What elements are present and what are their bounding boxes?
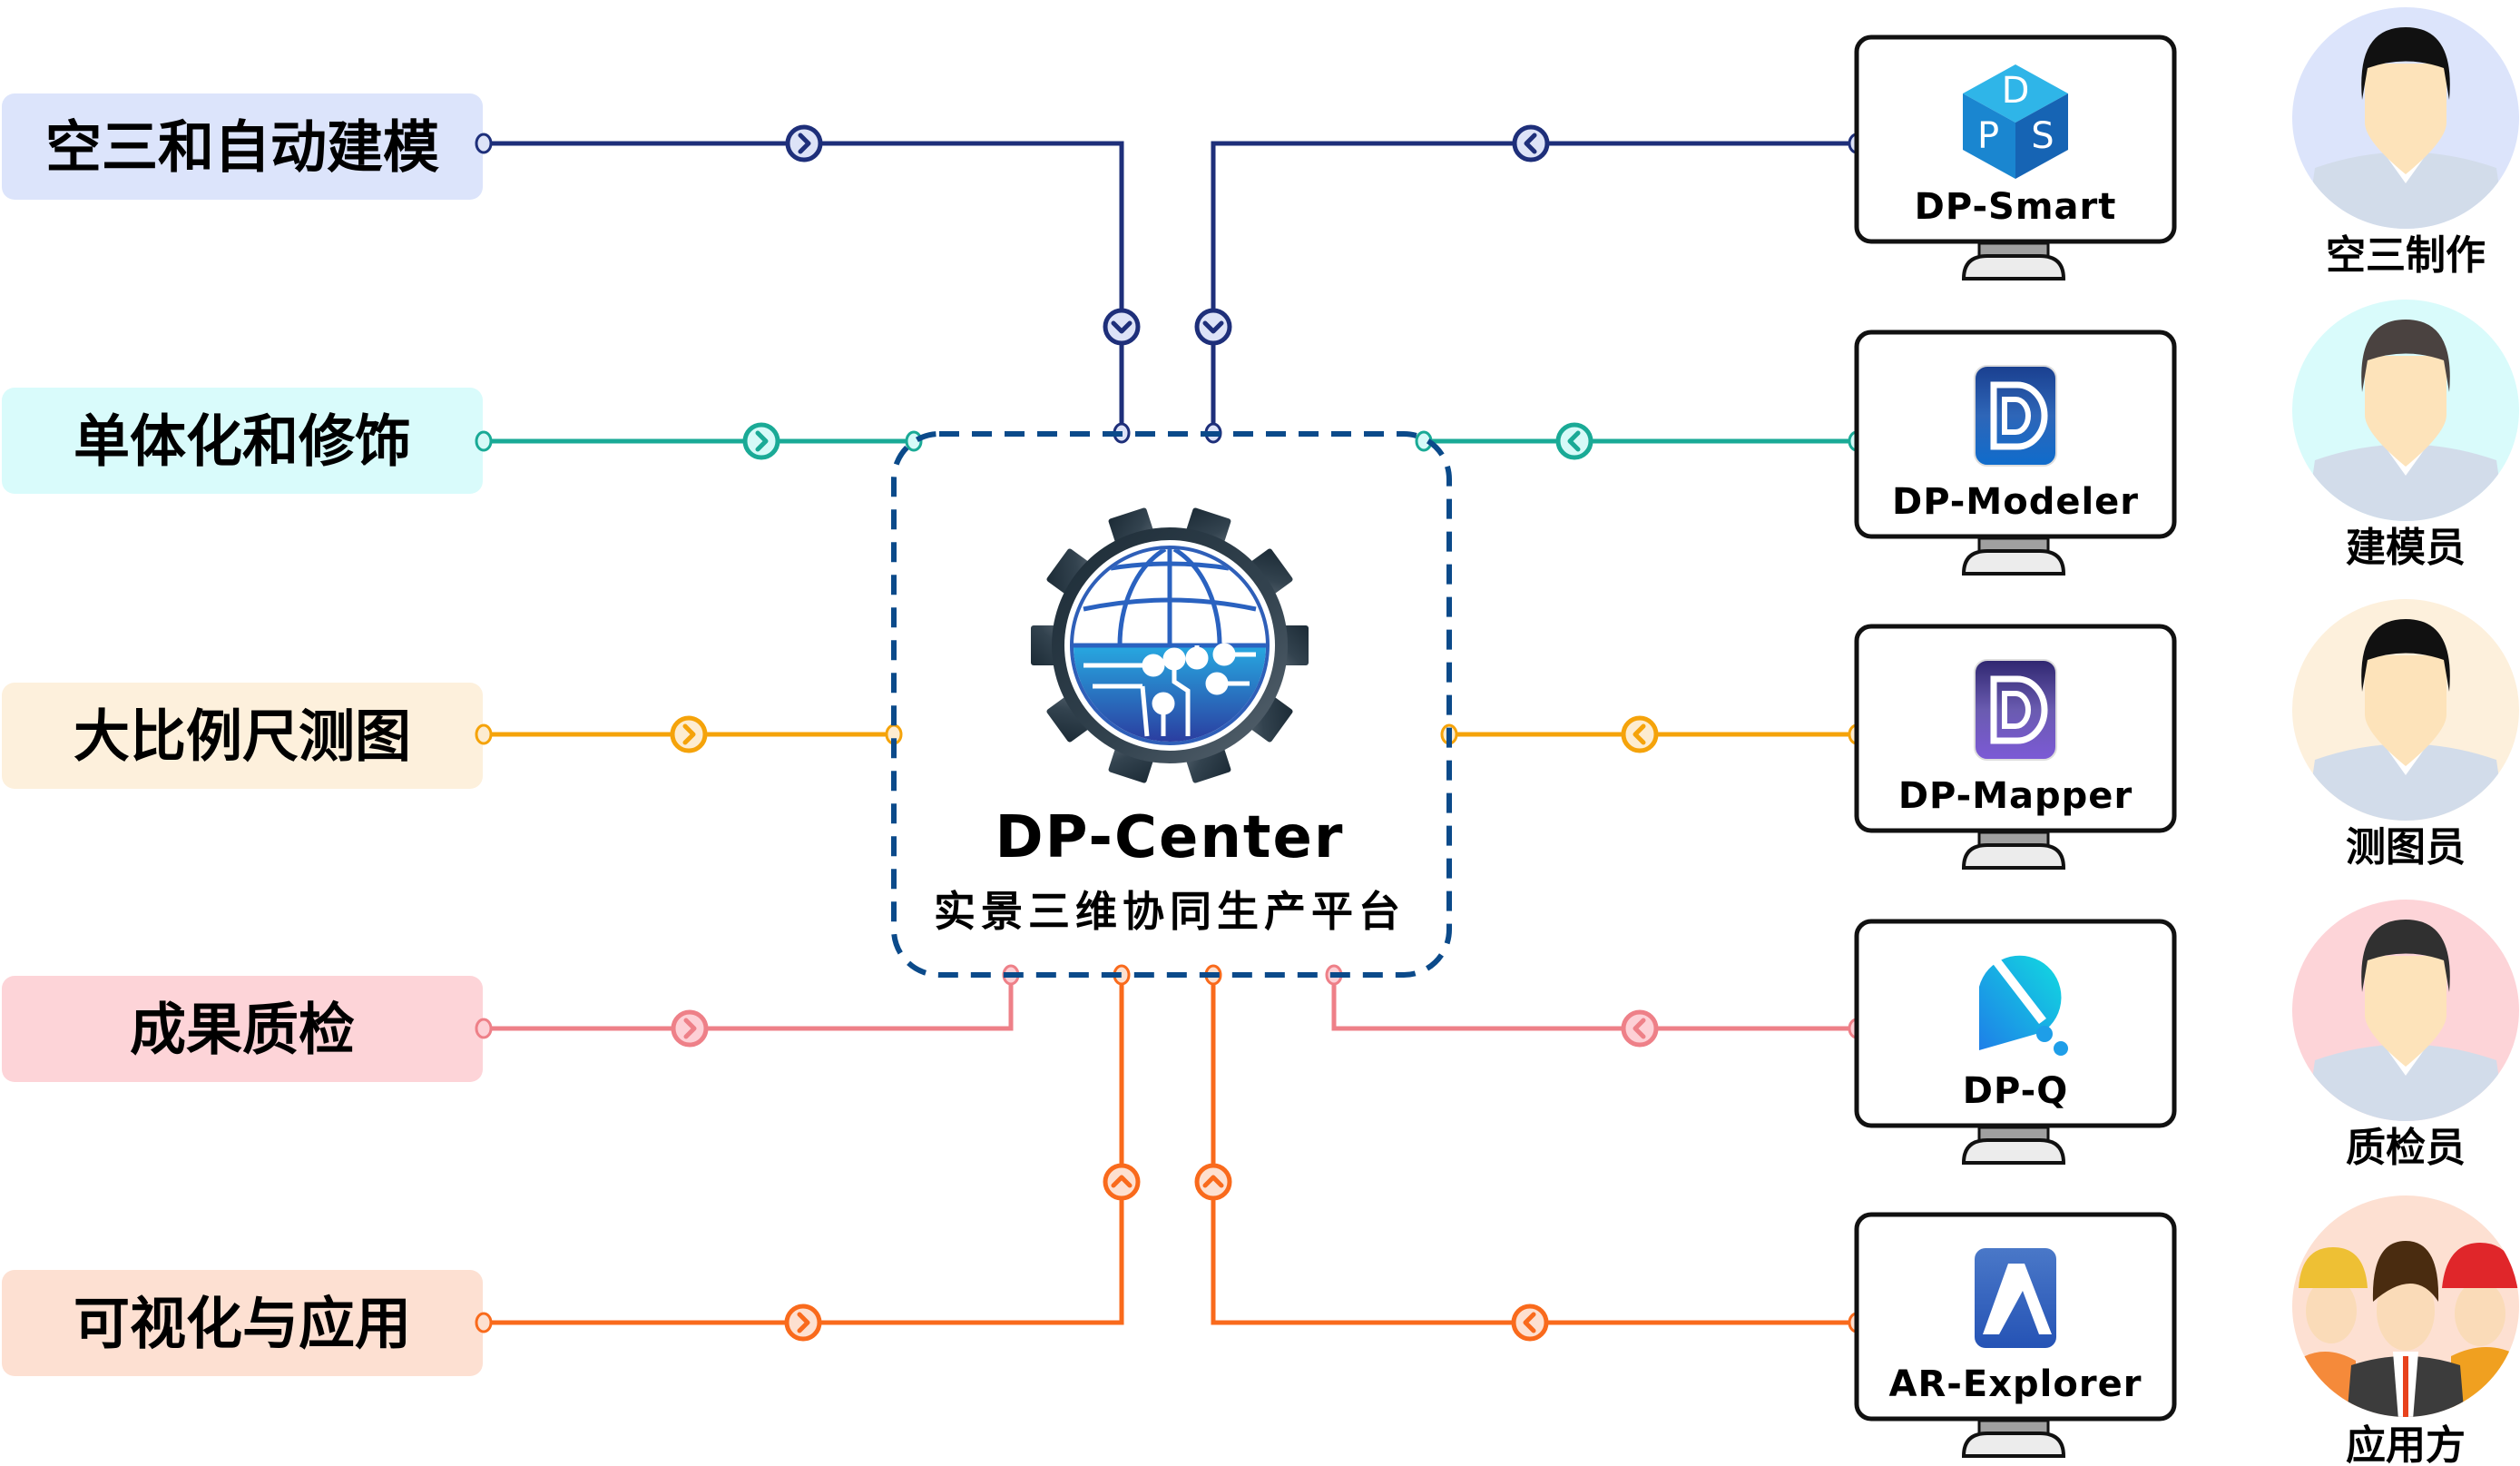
app-name: AR-Explorer <box>1889 1363 2142 1405</box>
dp-modeler-icon <box>1974 365 2057 467</box>
stage-box-bg <box>2 976 483 1082</box>
stage-label: 单体化和修饰 <box>74 408 411 475</box>
monitor-neck <box>1977 831 2050 847</box>
person-avatar-icon <box>2292 599 2519 821</box>
connector-line <box>1211 141 1857 433</box>
hub-dashed-border <box>891 431 1452 978</box>
monitor-base <box>1961 1138 2066 1165</box>
connector-line <box>484 975 1124 1325</box>
ar-explorer-icon <box>1975 1248 2056 1348</box>
arrow-right-icon <box>785 124 823 162</box>
role-4: 质检员 <box>2292 900 2519 1171</box>
app-name: DP-Q <box>1963 1070 2068 1112</box>
person-avatar-icon <box>2292 7 2519 229</box>
app-monitor-3[interactable]: DP-Mapper <box>1854 624 2177 870</box>
arrow-left-icon <box>1512 124 1550 162</box>
app-monitor-4[interactable]: DP-Q <box>1854 919 2177 1165</box>
person-avatar-icon <box>2292 300 2519 521</box>
arrow-right-icon <box>784 1304 822 1342</box>
connector-point <box>475 1018 493 1039</box>
stage-box-bg <box>2 683 483 789</box>
app-monitor-2[interactable]: DP-Modeler <box>1854 330 2177 576</box>
role-3: 测图员 <box>2292 599 2519 871</box>
monitor-neck <box>1977 1126 2050 1142</box>
role-label: 建模员 <box>2346 525 2466 571</box>
stage-label: 大比例尺测图 <box>74 703 411 770</box>
monitor-base <box>1961 1432 2066 1458</box>
arrow-left-icon <box>1621 715 1659 753</box>
stage-box-aerial[interactable]: 空三和自动建模 <box>2 93 483 200</box>
dp-mapper-icon <box>1974 659 2057 761</box>
stage-box-bg <box>2 93 483 200</box>
stage-box-qa[interactable]: 成果质检 <box>2 976 483 1082</box>
app-name: DP-Mapper <box>1898 775 2133 817</box>
connector-line <box>484 975 1014 1031</box>
app-monitor-5[interactable]: AR-Explorer <box>1854 1212 2177 1458</box>
stage-box-viz[interactable]: 可视化与应用 <box>2 1270 483 1376</box>
stage-box-mono[interactable]: 单体化和修饰 <box>2 388 483 494</box>
svg-text:P: P <box>1977 115 1999 157</box>
monitor-base <box>1961 843 2066 870</box>
connector-line <box>1211 975 1857 1325</box>
person-avatar-icon <box>2292 900 2519 1121</box>
arrow-left-icon <box>1555 422 1593 460</box>
role-1: 空三制作 <box>2292 7 2519 279</box>
connector-line <box>1331 975 1857 1031</box>
gear-globe-circuit-icon <box>1031 507 1309 783</box>
monitor-neck <box>1977 1419 2050 1435</box>
arrow-left-icon <box>1511 1304 1549 1342</box>
svg-text:D: D <box>2002 70 2030 112</box>
hub-title: DP-Center <box>995 804 1345 871</box>
monitor-neck <box>1977 536 2050 553</box>
stage-label: 空三和自动建模 <box>45 114 439 181</box>
arrow-up-icon <box>1103 1163 1141 1201</box>
stage-box-bg <box>2 1270 483 1376</box>
arrow-right-icon <box>742 422 780 460</box>
arrow-down-icon <box>1103 308 1141 346</box>
role-2: 建模员 <box>2292 300 2519 571</box>
stage-label: 成果质检 <box>130 997 355 1063</box>
stage-box-bg <box>2 388 483 494</box>
monitor-base <box>1961 254 2066 280</box>
hub-subtitle: 实景三维协同生产平台 <box>934 887 1406 936</box>
arrow-up-icon <box>1194 1163 1232 1201</box>
role-label: 空三制作 <box>2326 232 2486 279</box>
connector-point <box>475 723 493 745</box>
svg-text:S: S <box>2031 115 2054 157</box>
arrow-left-icon <box>1621 1009 1659 1048</box>
connector-point <box>475 133 493 154</box>
connector-line <box>484 141 1124 433</box>
role-5: 应用方 <box>2292 1195 2519 1466</box>
role-label: 质检员 <box>2346 1125 2466 1171</box>
monitor-neck <box>1977 241 2050 258</box>
arrow-right-icon <box>670 715 708 753</box>
connector-point <box>475 1312 493 1333</box>
stage-box-mapping[interactable]: 大比例尺测图 <box>2 683 483 789</box>
monitor-base <box>1961 549 2066 576</box>
connector-lines <box>475 124 1866 1342</box>
role-label: 应用方 <box>2346 1422 2466 1466</box>
dp-q-icon <box>1979 947 2068 1056</box>
app-name: DP-Modeler <box>1892 481 2139 523</box>
role-label: 测图员 <box>2346 824 2466 871</box>
hub-box[interactable]: DP-Center 实景三维协同生产平台 <box>891 431 1452 978</box>
group-avatar-icon <box>2292 1195 2519 1417</box>
stage-label: 可视化与应用 <box>74 1291 411 1357</box>
arrow-down-icon <box>1194 308 1232 346</box>
app-name: DP-Smart <box>1915 186 2117 228</box>
arrow-right-icon <box>671 1009 709 1048</box>
connector-point <box>475 430 493 452</box>
